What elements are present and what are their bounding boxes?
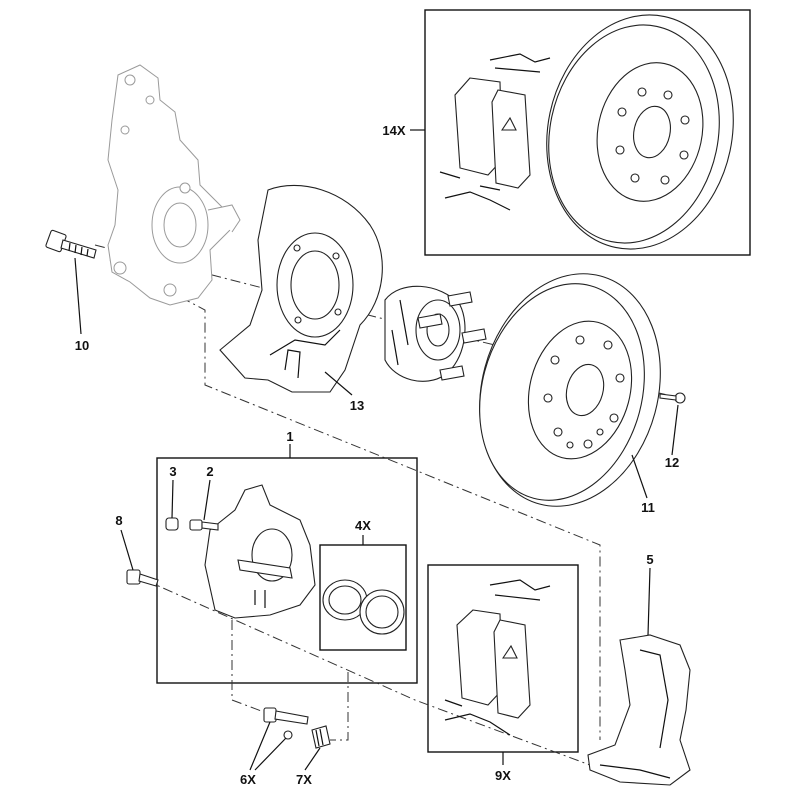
guide-pin	[263, 707, 309, 740]
service-brake-pads	[444, 579, 551, 736]
callout-9x: 9X	[495, 768, 511, 783]
callout-11: 11	[641, 500, 655, 515]
brake-rotor	[479, 273, 661, 507]
caliper-bracket	[587, 634, 691, 786]
callout-8: 8	[115, 513, 122, 528]
callout-1: 1	[286, 429, 293, 444]
callout-3: 3	[169, 464, 176, 479]
kit-brake-pads	[439, 53, 551, 211]
rotor-screw	[659, 392, 686, 404]
callout-6x: 6X	[240, 772, 256, 787]
dust-cap	[165, 517, 179, 531]
callout-13: 13	[350, 398, 364, 413]
bleed-screw	[189, 519, 219, 531]
caliper-body	[204, 484, 316, 619]
callout-14x: 14X	[382, 123, 405, 138]
hub-bearing	[384, 285, 487, 382]
callout-7x: 7X	[296, 772, 312, 787]
knuckle-bolt	[45, 229, 97, 259]
callout-4x: 4X	[355, 518, 371, 533]
piston-seals	[322, 579, 405, 635]
dust-shield	[219, 184, 383, 393]
leader-lines	[74, 129, 679, 771]
callout-12: 12	[665, 455, 679, 470]
caliper-box-1	[156, 457, 418, 684]
kit-rotor	[546, 14, 734, 250]
caliper-bolt	[126, 569, 159, 587]
callout-2: 2	[206, 464, 213, 479]
kit-box-14x	[424, 9, 751, 256]
pin-boot	[311, 725, 331, 749]
callout-10: 10	[75, 338, 89, 353]
callout-5: 5	[646, 552, 653, 567]
steering-knuckle	[107, 64, 241, 306]
